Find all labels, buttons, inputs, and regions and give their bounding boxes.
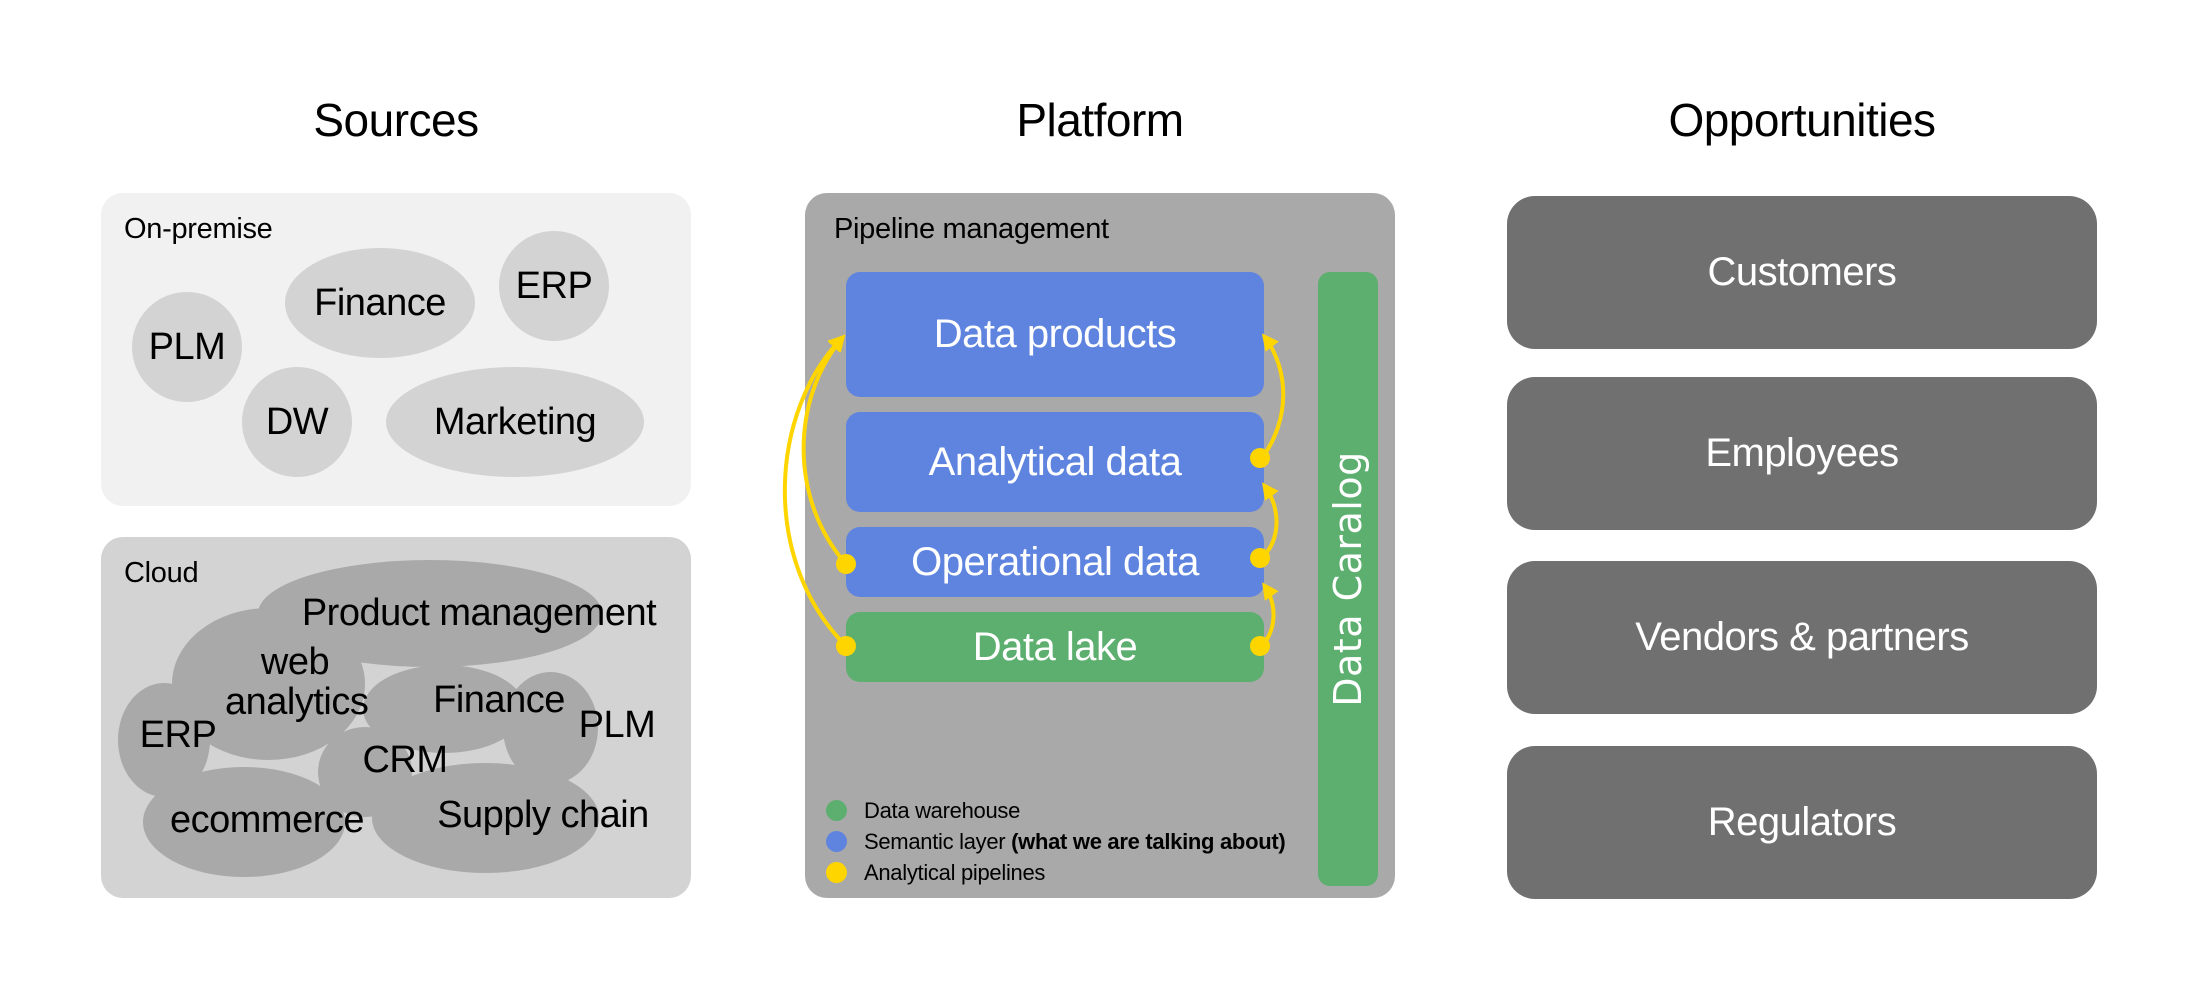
source-bubble-erp: ERP <box>499 231 609 341</box>
legend-dot-green-icon <box>826 800 847 821</box>
opportunity-regulators: Regulators <box>1507 746 2097 899</box>
legend-note: (what we are talking about) <box>1011 828 1286 854</box>
heading-platform: Platform <box>1016 94 1184 146</box>
cloud-item-label: CRM <box>362 739 448 781</box>
source-bubble-supply-chain <box>372 763 599 873</box>
layer-data-products: Data products <box>846 272 1264 397</box>
cloud-item-label: PLM <box>578 704 656 746</box>
legend-label: Data warehouse <box>864 797 1021 823</box>
cloud-item-label: Product management <box>301 592 657 634</box>
layer-operational-data: Operational data <box>846 527 1264 597</box>
bubble-label: DW <box>265 401 329 443</box>
cloud-item-label: web analytics <box>225 641 369 723</box>
cloud-label: Cloud <box>124 557 199 589</box>
heading-sources: Sources <box>313 94 479 146</box>
bubble-label: PLM <box>148 326 226 368</box>
opportunity-employees: Employees <box>1507 377 2097 530</box>
cloud-item-label: ecommerce <box>170 799 365 841</box>
heading-opportunities: Opportunities <box>1668 94 1936 146</box>
legend-item-analytical-pipelines: Analytical pipelines <box>826 857 1285 888</box>
data-catalog-label: Data Caralog <box>1326 451 1370 707</box>
source-bubble-dw: DW <box>242 367 352 477</box>
layer-analytical-data: Analytical data <box>846 412 1264 512</box>
source-bubble-finance: Finance <box>285 248 475 358</box>
source-bubble-plm: PLM <box>132 292 242 402</box>
layer-data-lake: Data lake <box>846 612 1264 682</box>
source-bubble-marketing: Marketing <box>386 367 644 477</box>
on-premise-panel: On-premise PLM Finance ERP DW Marketing <box>101 193 691 506</box>
legend-item-data-warehouse: Data warehouse <box>826 795 1285 826</box>
on-premise-label: On-premise <box>124 213 273 245</box>
cloud-item-label: Supply chain <box>437 794 649 836</box>
data-catalog-bar: Data Caralog <box>1318 272 1378 886</box>
source-bubble-ecommerce <box>143 767 345 877</box>
legend-label: Semantic layer <box>864 828 1012 854</box>
legend-item-semantic-layer: Semantic layer (what we are talking abou… <box>826 826 1286 857</box>
bubble-label: ERP <box>515 265 593 307</box>
cloud-item-label: Finance <box>433 679 565 721</box>
bubble-label: Finance <box>314 282 446 324</box>
cloud-item-label: ERP <box>139 714 217 756</box>
legend: Data warehouse Semantic layer (what we a… <box>826 795 1286 888</box>
legend-dot-blue-icon <box>826 831 847 852</box>
legend-label: Analytical pipelines <box>864 859 1046 885</box>
cloud-panel: Cloud Product management web analytics E… <box>101 537 691 898</box>
bubble-label: Marketing <box>433 401 597 443</box>
opportunity-customers: Customers <box>1507 196 2097 349</box>
legend-dot-yellow-icon <box>826 862 847 883</box>
opportunity-vendors-partners: Vendors & partners <box>1507 561 2097 714</box>
pipeline-management-label: Pipeline management <box>834 213 1109 245</box>
